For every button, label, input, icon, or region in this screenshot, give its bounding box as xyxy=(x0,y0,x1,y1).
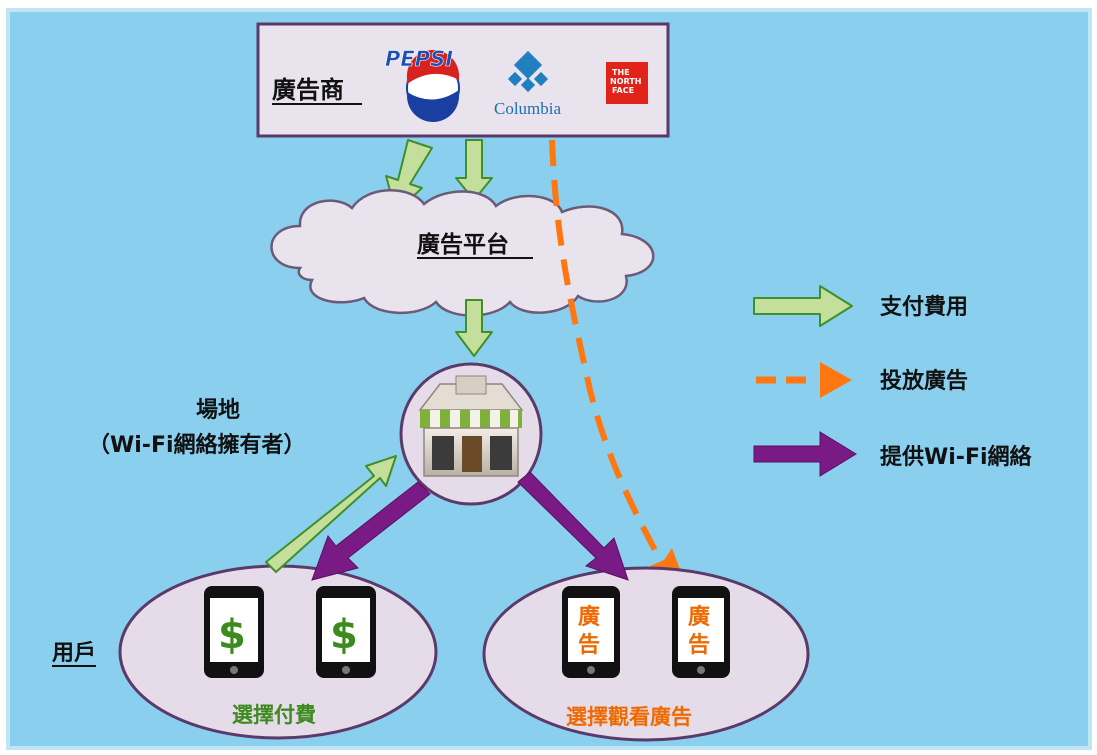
shop-icon xyxy=(418,375,524,477)
columbia-logo: Columbia xyxy=(494,50,562,118)
legend-payment: 支付費用 xyxy=(753,285,968,327)
dollar-icon: $ xyxy=(330,612,358,658)
legend: 支付費用 投放廣告 提供Wi-Fi網絡 xyxy=(753,285,1033,477)
legend-advertising: 投放廣告 xyxy=(756,362,968,398)
svg-text:廣: 廣 xyxy=(578,604,600,630)
svg-text:FACE: FACE xyxy=(612,86,634,95)
wifi-arrow-venue-to-pay-users xyxy=(311,481,431,581)
ad-group-caption: 選擇觀看廣告 xyxy=(566,705,692,729)
dollar-icon: $ xyxy=(218,612,246,658)
svg-text:廣: 廣 xyxy=(688,604,710,630)
svg-text:告: 告 xyxy=(578,633,600,658)
north-face-logo: THE NORTH FACE xyxy=(606,62,648,104)
legend-advertising-arrow xyxy=(820,362,852,398)
pay-group-caption: 選擇付費 xyxy=(232,703,316,727)
legend-wifi-label: 提供Wi-Fi網絡 xyxy=(880,444,1033,470)
legend-wifi-arrow xyxy=(753,431,857,477)
phone-pay-1: $ xyxy=(204,586,264,678)
pepsi-logo: PEPSI xyxy=(385,47,460,122)
venue-label-line1: 場地 xyxy=(196,398,240,423)
payment-arrow-platform-to-venue xyxy=(455,299,493,357)
advertiser-box: 廣告商 PEPSI Columbia THE NORTH FACE xyxy=(256,22,670,138)
users-label: 用戶 xyxy=(52,641,96,666)
svg-text:告: 告 xyxy=(688,633,710,658)
ad-group-oval: 廣 告 廣 告 選擇觀看廣告 xyxy=(482,566,810,742)
phone-ad-1: 廣 告 xyxy=(562,586,620,678)
venue-label-line2: （Wi-Fi網絡擁有者） xyxy=(88,432,306,458)
legend-advertising-label: 投放廣告 xyxy=(880,368,968,394)
advertiser-label: 廣告商 xyxy=(272,76,344,104)
ad-platform-cloud: 廣告平台 xyxy=(270,189,655,317)
pay-group-oval: $ $ 選擇付費 xyxy=(118,564,438,740)
legend-payment-label: 支付費用 xyxy=(880,295,968,320)
payment-arrow-users-to-venue xyxy=(265,455,397,573)
legend-payment-arrow xyxy=(753,285,853,327)
phone-pay-2: $ xyxy=(316,586,376,678)
svg-text:Columbia: Columbia xyxy=(494,99,562,118)
ad-platform-label: 廣告平台 xyxy=(417,231,509,258)
svg-text:THE: THE xyxy=(612,68,630,77)
phone-ad-2: 廣 告 xyxy=(672,586,730,678)
venue-node xyxy=(399,362,543,506)
wifi-arrow-venue-to-ad-users xyxy=(517,471,629,581)
svg-text:NORTH: NORTH xyxy=(610,77,641,86)
svg-text:PEPSI: PEPSI xyxy=(385,47,453,71)
payment-arrow-advertiser-to-platform-2 xyxy=(455,139,493,201)
legend-wifi: 提供Wi-Fi網絡 xyxy=(753,431,1033,477)
